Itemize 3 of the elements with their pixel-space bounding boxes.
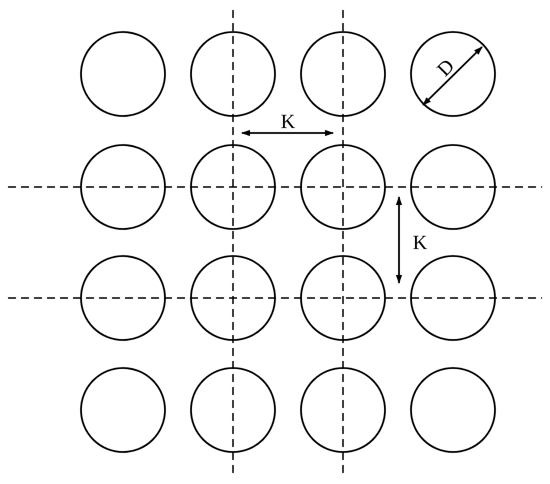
dimension-label: K — [412, 233, 428, 253]
dimension-label: D — [434, 56, 458, 80]
dimension-label: K — [280, 112, 296, 132]
